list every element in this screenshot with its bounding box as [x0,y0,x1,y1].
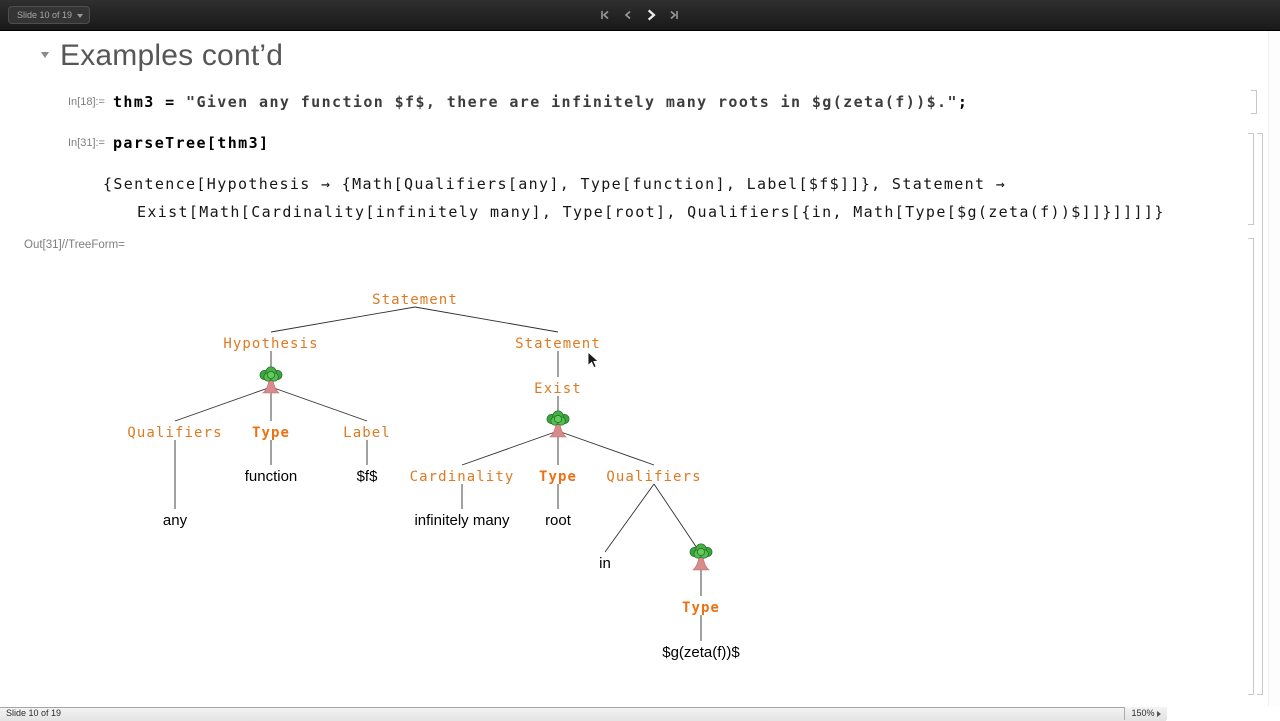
presentation-toolbar: Slide 10 of 19 [0,0,1280,31]
cell-group-bracket[interactable] [1257,133,1263,695]
chevron-right-icon [647,9,656,21]
tree-node-inf: infinitely many [414,512,510,529]
chevron-down-icon [77,14,83,18]
status-slide-indicator: Slide 10 of 19 [6,708,62,718]
tree-node-rt: root [545,512,572,529]
tree-edge [414,306,559,333]
output-expression-line2: Exist[Math[Cardinality[infinitely many],… [137,203,1165,221]
tree-edge [604,483,655,553]
tree-node-t3: Type [682,600,720,616]
mouse-cursor-icon [587,350,600,369]
math-tree-icon [259,366,283,394]
page-title: Examples cont’d [60,39,284,72]
tree-node-lab: Label [343,425,391,441]
first-slide-button[interactable] [598,8,612,22]
code-fragment: "Given any function $f$, there are infin… [186,93,958,111]
cell-bracket[interactable] [1251,90,1257,114]
tree-node-t1: Type [252,425,290,441]
out31-treeform-label: Out[31]//TreeForm= [24,239,125,251]
tree-node-in: in [599,555,611,572]
in31-code-input[interactable]: parseTree[thm3] [113,134,270,152]
tree-edges [174,306,702,641]
code-fragment: ; [957,93,969,111]
tree-edge [461,430,559,466]
tree-node-hyp: Hypothesis [223,336,318,352]
tree-node-q1: Qualifiers [127,425,222,441]
in31-cell-label: In[31]:= [67,137,105,149]
tree-edge [270,386,368,422]
slide-selector-dropdown[interactable]: Slide 10 of 19 [8,6,90,24]
cell-bracket[interactable] [1248,133,1254,225]
slide-navigation [598,8,681,22]
cell-bracket[interactable] [1248,238,1254,695]
zoom-level-value: 150% [1131,708,1155,718]
tree-node-any: any [163,512,188,529]
in18-code-input[interactable]: thm3 = "Given any function $f$, there ar… [113,93,968,111]
tree-node-stmt: Statement [515,336,601,352]
previous-slide-button[interactable] [621,8,635,22]
tree-node-func: function [245,468,298,485]
output-expression-line1: {Sentence[Hypothesis → {Math[Qualifiers[… [103,175,1007,193]
tree-node-fd: $f$ [357,468,379,485]
tree-edge [557,430,655,466]
skip-to-start-icon [601,10,609,20]
in18-cell-label: In[18]:= [67,96,105,108]
chevron-left-icon [624,10,631,20]
zoom-level-control[interactable]: 150% [1124,707,1167,720]
tree-node-card: Cardinality [410,469,515,485]
next-slide-button[interactable] [644,8,658,22]
skip-to-end-icon [670,10,678,20]
tree-edge [653,483,702,555]
tree-node-q2: Qualifiers [606,469,701,485]
math-tree-icon [546,410,570,438]
tree-edge [174,386,272,422]
tree-node-exist: Exist [534,381,582,397]
zoom-menu-arrow-icon [1156,710,1161,717]
status-bar [0,707,1166,721]
slide-selector-label: Slide 10 of 19 [17,10,73,20]
vertical-scrollbar[interactable] [1268,31,1280,707]
last-slide-button[interactable] [667,8,681,22]
code-fragment: thm3 = [113,93,187,111]
section-collapse-triangle-icon[interactable] [41,52,49,58]
tree-node-gz: $g(zeta(f))$ [662,644,740,661]
tree-node-root: Statement [372,292,458,308]
tree-edge [270,306,416,333]
tree-node-t2: Type [539,469,577,485]
math-tree-icon [689,543,713,571]
